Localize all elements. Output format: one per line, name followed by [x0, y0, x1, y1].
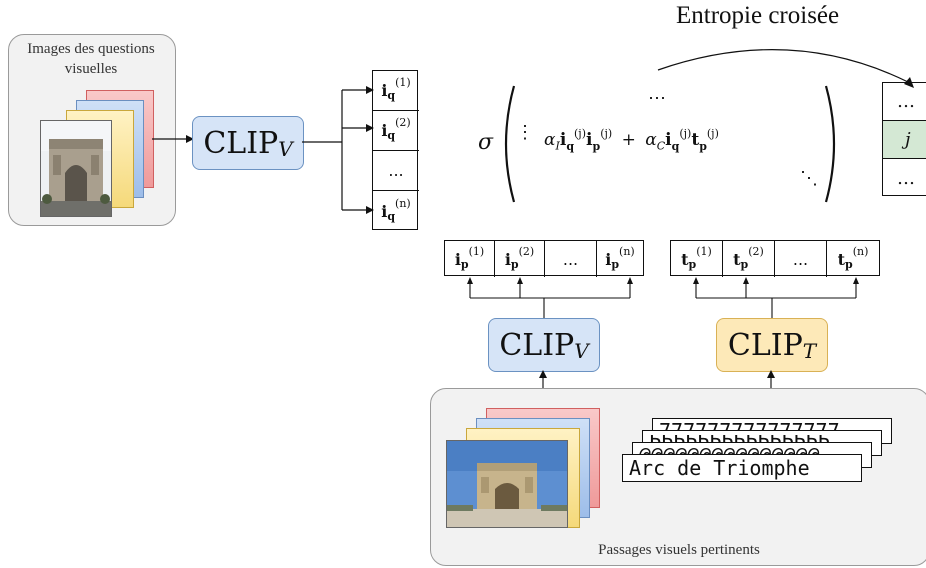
clip-v-top-sub: V	[278, 137, 293, 161]
matrix-left-dots: ⋮	[516, 122, 534, 143]
query-images-title: Images des questions visuelles	[27, 41, 155, 77]
passage-photo-arc	[446, 440, 568, 528]
fan-arrows-text	[693, 277, 859, 318]
arc-sky-photo-icon	[447, 441, 567, 527]
branch-arrows-query	[302, 86, 374, 214]
passages-title: Passages visuels pertinents	[598, 542, 760, 558]
target-vector-j: j	[883, 121, 926, 159]
arrow-query-to-clip	[152, 135, 194, 143]
matrix-top-dots: ⋯	[648, 88, 666, 109]
query-photo-arc	[40, 120, 112, 217]
clip-v-top-main: CLIP	[203, 125, 279, 161]
target-vector-top: …	[883, 83, 926, 121]
text-card-front: Arc de Triomphe	[622, 454, 862, 482]
sigma-symbol: σ	[478, 130, 494, 155]
matrix-center-expression: αIiq(j)ip(j) + αCiq(j)tp(j)	[544, 127, 719, 153]
clip-v-bottom-sub: V	[574, 339, 589, 363]
matrix-diag-dots: ⋱	[800, 168, 818, 189]
clip-v-bottom-main: CLIP	[499, 327, 575, 363]
target-vector: … j …	[882, 82, 926, 196]
arc-photo-icon	[41, 121, 111, 216]
clip-t-bottom-main: CLIP	[727, 327, 803, 363]
target-vector-bottom: …	[897, 167, 915, 189]
query-vector-cell-ellipsis: ...	[373, 151, 419, 191]
ip-cell-ellipsis: ...	[545, 241, 597, 277]
cross-entropy-label: Entropie croisée	[676, 2, 840, 29]
right-paren	[824, 85, 836, 203]
tp-cell-ellipsis: ...	[775, 241, 827, 277]
clip-t-bottom-sub: T	[802, 339, 817, 363]
left-paren	[504, 85, 516, 203]
fan-arrows-image	[467, 277, 633, 318]
